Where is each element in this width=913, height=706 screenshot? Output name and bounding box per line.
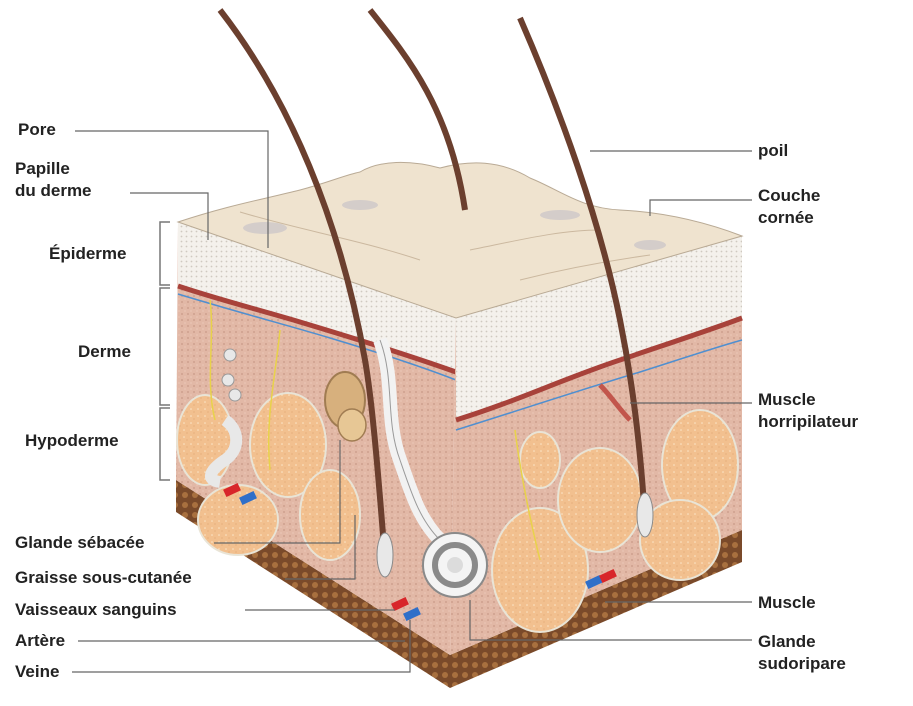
label-papille-line2: du derme xyxy=(15,181,92,200)
layer-brackets xyxy=(159,221,170,481)
label-couche-cornee: Couche cornée xyxy=(758,185,820,229)
label-derme: Derme xyxy=(78,342,131,361)
label-muscle-horri-line2: horripilateur xyxy=(758,412,859,431)
label-hypoderme: Hypoderme xyxy=(25,431,119,450)
sebaceous-gland xyxy=(324,371,367,442)
label-couche-line2: cornée xyxy=(758,208,814,227)
right-face xyxy=(450,236,743,655)
label-vaisseaux-sanguins: Vaisseaux sanguins xyxy=(15,600,177,619)
label-epiderme: Épiderme xyxy=(49,244,127,263)
label-veine: Veine xyxy=(15,662,60,681)
label-poil: poil xyxy=(758,141,789,160)
label-muscle-horri-line1: Muscle xyxy=(758,390,816,409)
label-glande-sudo-line1: Glande xyxy=(758,632,816,651)
label-glande-sudoripare: Glande sudoripare xyxy=(758,631,846,675)
label-artere: Artère xyxy=(15,631,66,650)
label-couche-line1: Couche xyxy=(758,186,821,205)
label-glande-sebacee: Glande sébacée xyxy=(15,533,145,552)
label-graisse-sous-cutanee: Graisse sous-cutanée xyxy=(15,568,192,587)
label-papille-du-derme: Papille du derme xyxy=(15,158,92,202)
hairs xyxy=(217,8,654,578)
label-pore: Pore xyxy=(18,120,56,139)
label-glande-sudo-line2: sudoripare xyxy=(758,654,846,673)
blood-vessels xyxy=(209,299,617,622)
leader-lines xyxy=(72,130,752,673)
label-muscle: Muscle xyxy=(758,593,816,612)
skin-surface xyxy=(176,161,744,319)
label-papille-line1: Papille xyxy=(15,159,70,178)
label-muscle-horripilateur: Muscle horripilateur xyxy=(758,389,858,433)
sweat-gland xyxy=(205,337,488,598)
